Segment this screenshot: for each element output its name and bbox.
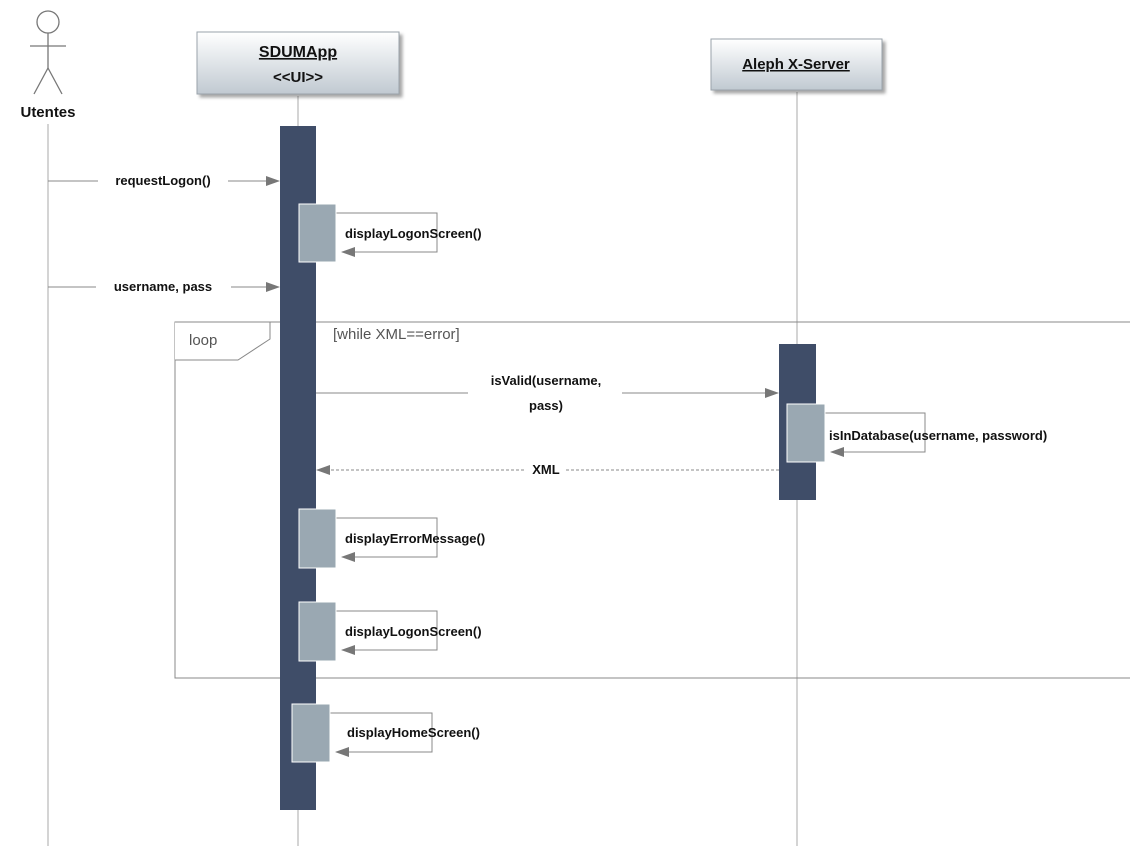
participant-name: SDUMApp [259, 44, 337, 61]
participant-aleph-x-server: Aleph X-Server [710, 38, 883, 91]
nested-activation-logon [298, 203, 337, 263]
nested-activation-error [298, 508, 337, 569]
message-label-isvalid-line1: isValid(username, [491, 373, 602, 388]
message-label-display-logon-screen-2: displayLogonScreen() [345, 624, 482, 639]
participant-sdumapp: SDUMApp <<UI>> [196, 31, 400, 95]
nested-activation-logon-2 [298, 601, 337, 662]
message-label-display-home-screen: displayHomeScreen() [347, 725, 480, 740]
loop-label: loop [189, 332, 217, 349]
participant-stereotype: <<UI>> [273, 69, 323, 86]
actor-head-icon [36, 10, 60, 34]
loop-guard: [while XML==error] [333, 326, 460, 343]
message-label-request-logon: requestLogon() [115, 173, 210, 188]
loop-fragment: loop [while XML==error] [174, 321, 1130, 679]
participant-name: Aleph X-Server [742, 56, 850, 73]
message-label-display-logon-screen: displayLogonScreen() [345, 226, 482, 241]
message-label-isvalid-line2: pass) [529, 398, 563, 413]
message-label-isindatabase: isInDatabase(username, password) [829, 428, 1047, 443]
actor-utentes: Utentes [20, 10, 76, 121]
actor-name: Utentes [20, 104, 75, 121]
nested-activation-isindatabase [786, 403, 826, 463]
message-label-username-pass: username, pass [114, 279, 212, 294]
message-label-xml: XML [532, 462, 560, 477]
message-label-display-error-message: displayErrorMessage() [345, 531, 485, 546]
nested-activation-home [291, 703, 331, 763]
